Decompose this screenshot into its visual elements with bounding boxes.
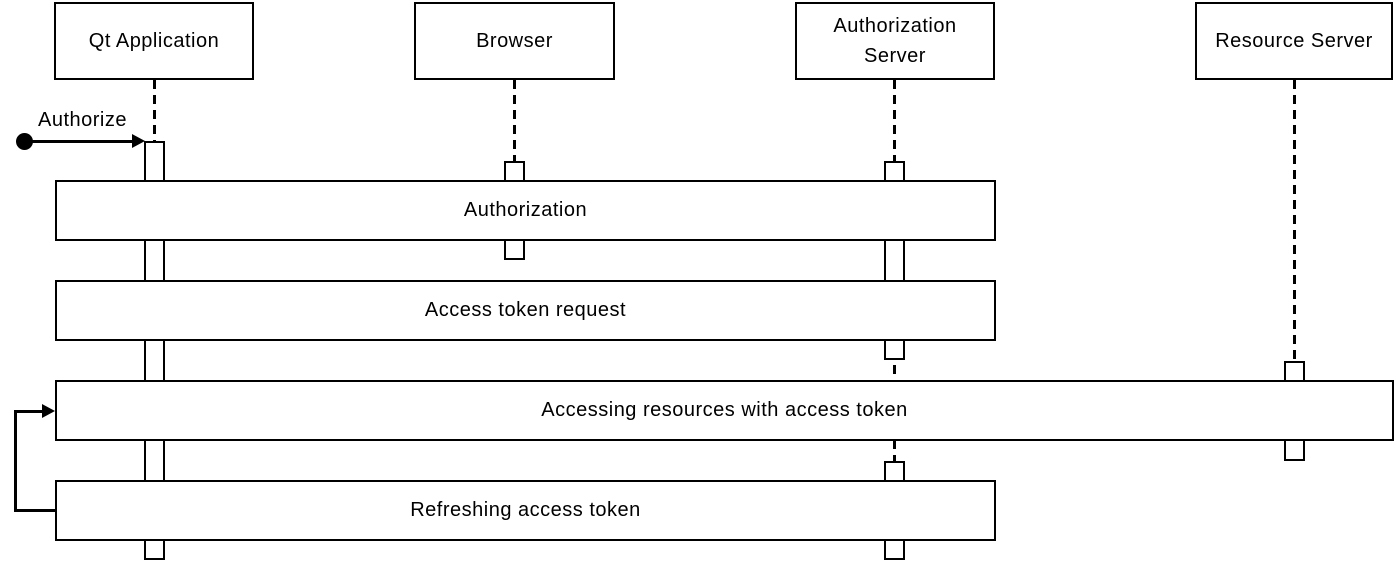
authorize-arrow-line	[30, 140, 134, 143]
start-state-circle	[16, 133, 33, 150]
message-band-access-token-request: Access token request	[55, 280, 996, 341]
message-band-refreshing-token: Refreshing access token	[55, 480, 996, 541]
authorize-arrowhead-icon	[132, 134, 145, 148]
message-label-access-token-request: Access token request	[424, 299, 627, 321]
qt-application-activation-bar	[144, 141, 165, 560]
message-label-authorization: Authorization	[463, 199, 588, 221]
authorize-arrow-label: Authorize	[38, 109, 127, 131]
message-label-accessing-resources: Accessing resources with access token	[541, 399, 908, 421]
qt-application-lifeline	[153, 80, 156, 142]
message-label-refreshing-token: Refreshing access token	[410, 499, 641, 521]
loop-arrow-top-line	[14, 410, 42, 413]
loop-arrowhead-icon	[42, 404, 55, 418]
participant-browser: Browser	[414, 2, 615, 80]
participant-qt-application-label: Qt Application	[88, 30, 220, 52]
message-band-accessing-resources: Accessing resources with access token	[55, 380, 1394, 441]
participant-browser-label: Browser	[476, 30, 553, 52]
participant-authorization-server-label-line2: Server	[864, 45, 926, 67]
browser-lifeline	[513, 80, 516, 162]
loop-arrow-bottom-line	[14, 509, 55, 512]
loop-arrow-vertical-line	[14, 410, 17, 511]
participant-authorization-server-label: Authorization Server	[833, 11, 956, 71]
participant-resource-server: Resource Server	[1195, 2, 1393, 80]
participant-resource-server-label: Resource Server	[1215, 30, 1373, 52]
resource-server-lifeline	[1293, 80, 1296, 362]
participant-authorization-server: Authorization Server	[795, 2, 995, 80]
participant-authorization-server-label-line1: Authorization	[833, 15, 957, 37]
message-band-authorization: Authorization	[55, 180, 996, 241]
participant-qt-application: Qt Application	[54, 2, 254, 80]
